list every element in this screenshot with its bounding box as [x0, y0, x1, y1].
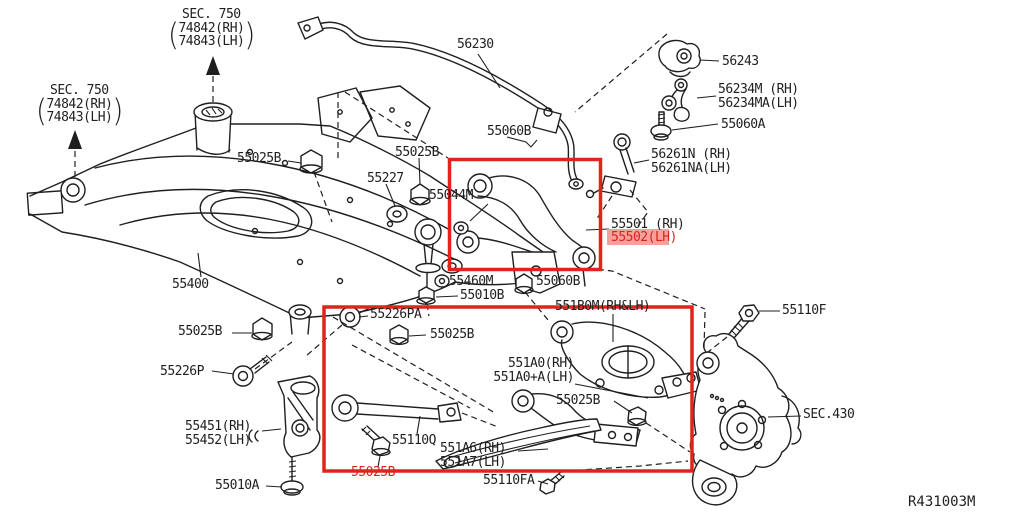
label-56234m-rh: 56234M (RH) — [718, 82, 799, 97]
sec750-left-lh: 74843(LH) — [46, 110, 113, 126]
label-55226p: 55226P — [160, 364, 204, 379]
label-55025b-red: 55025B — [351, 465, 395, 480]
label-55010a: 55010A — [215, 478, 259, 493]
sec750-arrows — [68, 56, 220, 149]
label-55451-rh: 55451(RH) — [185, 419, 251, 434]
upper-link-drawing — [441, 173, 596, 294]
connecting-rod-drawing — [585, 133, 637, 199]
label-55060a: 55060A — [721, 117, 765, 132]
label-55110f: 55110F — [782, 303, 826, 318]
stabilizer-clamp-drawing — [661, 78, 690, 122]
sec750-top-lh: 74843(LH) — [178, 34, 245, 50]
label-551a6-rh: 551A6(RH) — [440, 441, 506, 456]
label-56261n-lh: 56261NA(LH) — [651, 160, 732, 176]
construction-lines — [74, 33, 728, 472]
bolt-55060a-drawing — [650, 111, 672, 141]
label-sec750-top: SEC. 750 ( 74842(RH) 74843(LH) ) — [168, 7, 255, 54]
label-55110q: 55110Q — [392, 433, 436, 448]
label-56230: 56230 — [457, 37, 494, 52]
label-55060b-mid: 55060B — [536, 274, 580, 289]
bolt-55060b-mid-drawing — [514, 273, 534, 295]
washer-55227-drawing — [386, 205, 408, 223]
label-56234m-lh: 56234MA(LH) — [718, 95, 799, 111]
label-sec750-left: SEC. 750 ( 74842(RH) 74843(LH) ) — [36, 83, 123, 130]
sec750-left-title: SEC. 750 — [50, 83, 109, 98]
leader-lines — [197, 53, 802, 488]
bolt-55110f-drawing — [728, 304, 760, 339]
nut-55025b-a-drawing — [299, 149, 323, 174]
sec750-top-title: SEC. 750 — [182, 7, 241, 22]
label-551a0-lh: 551A0+A(LH) — [493, 369, 574, 385]
nut-55025b-c-drawing — [251, 317, 273, 341]
highlight-box-lower-links — [322, 305, 694, 473]
bolt-nut-55025b-red-drawing — [361, 425, 391, 457]
suspension-member-drawing — [26, 85, 551, 335]
label-55451: 55451(RH) 55452(LH) — [185, 420, 251, 447]
drawing-reference-number: R431003M — [908, 494, 976, 510]
front-link-drawing — [435, 418, 602, 470]
label-55010b: 55010B — [460, 288, 504, 303]
radius-rod-drawing — [331, 394, 462, 423]
label-55110fa: 55110FA — [483, 473, 535, 488]
label-551b0m: 551B0M(RH&LH) — [555, 299, 651, 314]
label-56243: 56243 — [722, 54, 759, 69]
label-55502-highlighted: 55502(LH) — [611, 230, 677, 245]
stabilizer-bracket-drawing — [658, 39, 701, 78]
label-55227: 55227 — [367, 171, 404, 186]
label-55452-lh: 55452(LH) — [185, 432, 251, 448]
label-551a7-lh: 551A7(LH) — [440, 454, 506, 470]
bracket-55451-drawing — [248, 375, 321, 496]
sec750-top-rh: 74842(RH) — [178, 20, 245, 36]
label-55060b-top: 55060B — [487, 124, 531, 139]
label-56261n: 56261N (RH) 56261NA(LH) — [651, 148, 732, 175]
label-55025b-d: 55025B — [430, 327, 474, 342]
lower-link-drawing — [511, 389, 641, 447]
nut-55025b-b-drawing — [409, 183, 431, 206]
label-55226pa: 55226PA — [370, 307, 422, 322]
stopper-55460m-drawing — [434, 274, 450, 288]
label-55025b-a: 55025B — [237, 151, 281, 166]
paren-close: ) — [244, 16, 255, 54]
bolt-55226p-drawing — [232, 354, 273, 387]
label-55025b-e: 55025B — [556, 393, 600, 408]
label-55501: 55501 (RH) — [611, 217, 685, 232]
label-55400: 55400 — [172, 277, 209, 292]
paren-open: ( — [36, 92, 47, 130]
nut-55025b-e-drawing — [627, 406, 647, 427]
knuckle-drawing — [689, 332, 802, 506]
nut-55025b-d-drawing — [389, 324, 409, 346]
label-56234m: 56234M (RH) 56234MA(LH) — [718, 83, 799, 110]
label-551a6: 551A6(RH) 551A7(LH) — [440, 442, 506, 469]
pink-highlight-55502 — [607, 229, 669, 245]
label-55460m: 55460M — [449, 274, 493, 289]
label-sec430: SEC.430 — [803, 407, 855, 422]
label-55025b-c: 55025B — [178, 324, 222, 339]
paren-close: ) — [112, 92, 123, 130]
sec750-left-rh: 74842(RH) — [46, 96, 113, 112]
label-56261n-rh: 56261N (RH) — [651, 147, 732, 162]
stabilizer-bar-drawing — [297, 16, 584, 190]
paren-open: ( — [168, 16, 179, 54]
label-55044m: 55044M — [429, 188, 473, 203]
label-551a0-rh: 551A0(RH) — [508, 356, 574, 371]
label-551a0: 551A0(RH) 551A0+A(LH) — [486, 357, 574, 384]
highlight-box-upper-link — [447, 157, 603, 272]
label-55025b-b: 55025B — [395, 145, 439, 160]
